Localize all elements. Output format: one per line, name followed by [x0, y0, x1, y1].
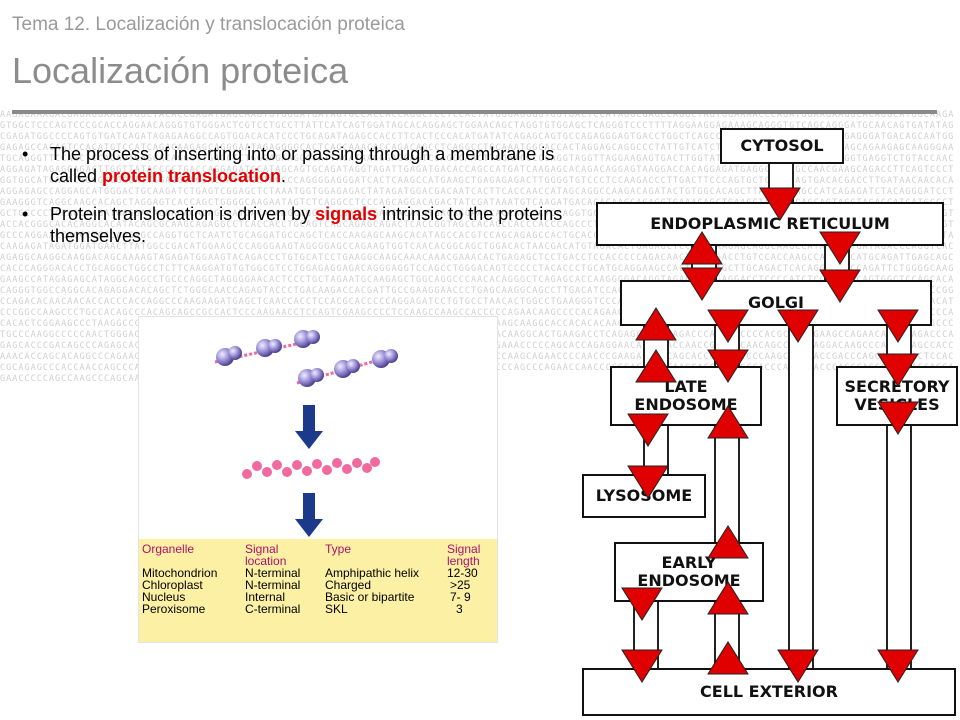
- arrow-up-icon: [635, 349, 677, 383]
- table-cell: Basic or bipartite: [325, 590, 415, 604]
- table-cell: Mitochondrion: [142, 566, 218, 580]
- table-cell: 3: [456, 602, 463, 616]
- bullet-dot: •: [22, 144, 29, 164]
- arrow-down-icon: [819, 269, 861, 303]
- down-arrow-icon: [295, 405, 323, 449]
- transport-arrows: [621, 187, 919, 683]
- slide-title: Localización proteica: [12, 50, 349, 91]
- table-cell: C-terminal: [245, 602, 301, 616]
- table-cell: >25: [450, 578, 471, 592]
- signal-figure: Organelle Mitochondrion Chloroplast Nucl…: [138, 316, 498, 643]
- table-cell: SKL: [325, 602, 348, 616]
- title-divider: [12, 110, 937, 114]
- slide-subtitle: Tema 12. Localización y translocación pr…: [12, 14, 405, 35]
- table-cell: 12-30: [447, 566, 478, 580]
- arrow-down-icon: [877, 649, 919, 683]
- column-header: Organelle: [142, 542, 195, 556]
- highlight-term: protein translocation: [102, 166, 282, 186]
- arrow-down-icon: [621, 649, 663, 683]
- arrow-up-icon: [681, 231, 723, 265]
- table-cell: 7- 9: [450, 590, 471, 604]
- table-cell: Internal: [245, 590, 286, 604]
- arrow-down-icon: [627, 413, 669, 447]
- column-signal-location: Signal location N-terminal N-terminal In…: [245, 543, 311, 615]
- protein-chain-top: [214, 330, 320, 366]
- protein-trafficking-diagram: CYTOSOL ENDOPLASMIC RETICULUM GOLGI LATE…: [578, 124, 960, 720]
- cytosol-box: CYTOSOL: [720, 128, 844, 164]
- early-endosome-box: EARLY ENDOSOME: [614, 542, 764, 602]
- arrow-down-icon: [621, 587, 663, 621]
- arrow-down-icon: [877, 309, 919, 343]
- bullet-dot: •: [22, 204, 29, 224]
- golgi-box: GOLGI: [620, 280, 932, 326]
- column-type: Type Amphipathic helix Charged Basic or …: [325, 543, 419, 615]
- arrow-down-icon: [877, 353, 919, 387]
- er-box: ENDOPLASMIC RETICULUM: [596, 202, 944, 246]
- column-header: Signal length: [447, 542, 481, 568]
- table-cell: Nucleus: [142, 590, 186, 604]
- arrow-up-icon: [707, 581, 749, 615]
- signal-table: Organelle Mitochondrion Chloroplast Nucl…: [139, 539, 497, 642]
- column-header: Type: [325, 542, 352, 556]
- table-cell: Peroxisome: [142, 602, 206, 616]
- arrow-down-icon: [707, 349, 749, 383]
- bullet-text-end: .: [281, 166, 287, 186]
- background-dna-sequence: AAGAGAAAGACGAGAGGAAGGTGGCTACACCGAGATGAGC…: [0, 110, 955, 384]
- column-organelle: Organelle Mitochondrion Chloroplast Nucl…: [142, 543, 217, 615]
- arrow-up-icon: [707, 405, 749, 439]
- bullet-text: The process of inserting into or passing…: [50, 144, 555, 186]
- arrow-down-icon: [707, 309, 749, 343]
- table-cell: Chloroplast: [142, 578, 203, 592]
- column-signal-length: Signal length 12-30 >25 7- 9 3: [447, 543, 495, 615]
- bullet-item: • Protein translocation is driven by sig…: [18, 203, 578, 247]
- bullet-text: Protein translocation is driven by: [50, 204, 316, 224]
- arrow-down-icon: [877, 401, 919, 435]
- down-arrow-icon: [295, 493, 323, 537]
- arrow-down-icon: [627, 465, 669, 499]
- arrow-down-icon: [777, 649, 819, 683]
- signal-peptide-chain: [242, 457, 380, 479]
- table-cell: N-terminal: [245, 566, 301, 580]
- lysosome-box: LYSOSOME: [582, 474, 706, 518]
- bullet-text-end: intrinsic to the proteins themselves.: [50, 204, 563, 246]
- pipe-secretory-exterior: [886, 400, 912, 678]
- arrow-down-icon: [681, 267, 723, 301]
- arrow-up-icon: [707, 525, 749, 559]
- bullet-list: • The process of inserting into or passi…: [18, 143, 578, 263]
- column-header: Signal location: [245, 542, 287, 568]
- table-cell: N-terminal: [245, 578, 301, 592]
- table-cell: Amphipathic helix: [325, 566, 420, 580]
- arrow-up-icon: [707, 641, 749, 675]
- highlight-term: signals: [315, 204, 378, 224]
- arrow-up-icon: [635, 307, 677, 341]
- arrow-down-icon: [759, 187, 801, 221]
- arrow-down-icon: [819, 231, 861, 265]
- table-cell: Charged: [325, 578, 372, 592]
- protein-chain-bottom: [296, 349, 398, 387]
- translocation-illustration: [214, 330, 398, 537]
- bullet-item: • The process of inserting into or passi…: [18, 143, 578, 187]
- arrow-down-icon: [777, 309, 819, 343]
